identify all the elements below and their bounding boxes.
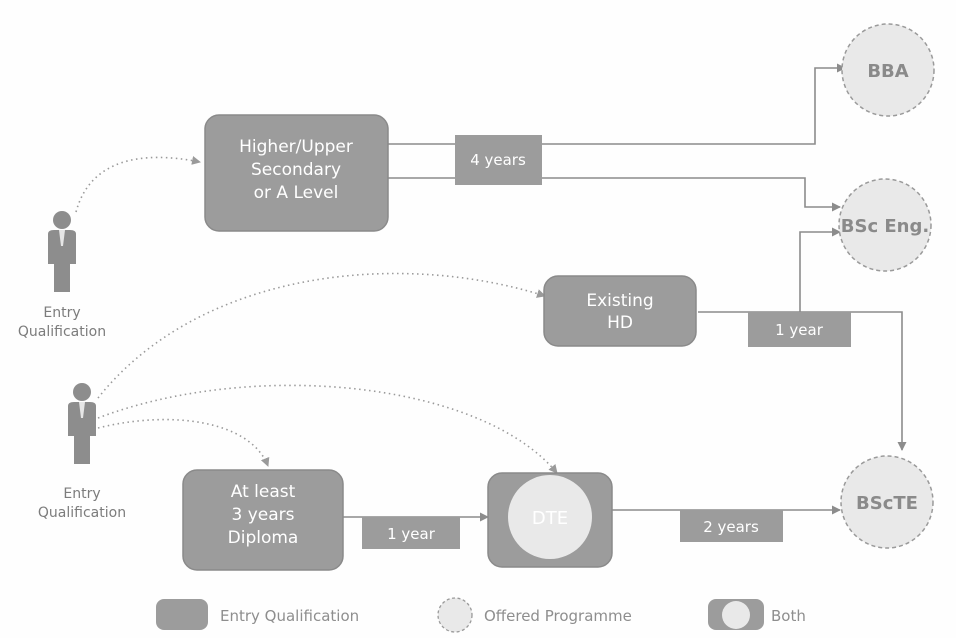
legend-label: Offered Programme — [484, 607, 632, 625]
entry-box-higher-secondary: Higher/Upper Secondary or A Level — [204, 114, 389, 232]
curve-top-person-to-hs — [75, 156, 201, 213]
curve-person-to-hd — [97, 272, 546, 399]
person-icon — [68, 383, 96, 464]
connector-hs-to-bba — [388, 63, 846, 145]
entry-curves — [75, 156, 558, 474]
curve-person-to-dte — [97, 384, 558, 474]
entry-box-line: Existing — [586, 291, 653, 311]
person-label: Entry — [63, 486, 100, 502]
person-label: Qualification — [18, 324, 106, 340]
programme-bsc-eng: BSc Eng. — [838, 178, 932, 272]
legend-offered-programme: Offered Programme — [437, 597, 632, 633]
duration-label: 1 year — [775, 321, 824, 339]
entry-box-line: At least — [231, 482, 296, 502]
programme-bscte: BScTE — [840, 455, 934, 549]
legend-both: Both — [708, 599, 806, 630]
entry-box-line: Secondary — [251, 160, 341, 180]
dte-label: DTE — [532, 508, 568, 529]
person-label: Qualification — [38, 505, 126, 521]
entry-box-existing-hd: Existing HD — [543, 275, 697, 347]
legend-label: Entry Qualification — [220, 607, 359, 625]
entry-box-line: or A Level — [254, 183, 339, 203]
duration-diploma-one-year: 1 year — [362, 517, 460, 549]
both-box-dte: DTE — [487, 472, 613, 568]
duration-label: 1 year — [387, 525, 436, 543]
entry-box-diploma: At least 3 years Diploma — [182, 469, 344, 571]
person-icon — [48, 211, 76, 292]
entry-box-line: 3 years — [231, 505, 294, 525]
duration-label: 2 years — [703, 518, 759, 536]
programme-label: BBA — [867, 61, 908, 82]
entry-box-line: Higher/Upper — [239, 137, 353, 157]
duration-hd-one-year: 1 year — [748, 312, 851, 347]
programme-label: BSc Eng. — [841, 216, 929, 237]
curve-person-to-diploma — [97, 418, 270, 467]
duration-two-years: 2 years — [680, 510, 783, 542]
duration-label: 4 years — [470, 151, 526, 169]
programme-bba: BBA — [841, 23, 935, 117]
duration-four-years: 4 years — [455, 135, 542, 185]
legend-label: Both — [771, 607, 806, 625]
connector-hd-to-bsceng — [698, 227, 841, 313]
programme-label: BScTE — [856, 493, 918, 514]
entry-box-line: Diploma — [228, 528, 299, 548]
person-label: Entry — [43, 305, 80, 321]
legend-entry-qualification: Entry Qualification — [156, 599, 359, 630]
entry-box-line: HD — [607, 313, 633, 333]
connector-hs-to-bsceng — [388, 177, 841, 212]
legend: Entry Qualification Offered Programme Bo… — [156, 597, 806, 633]
